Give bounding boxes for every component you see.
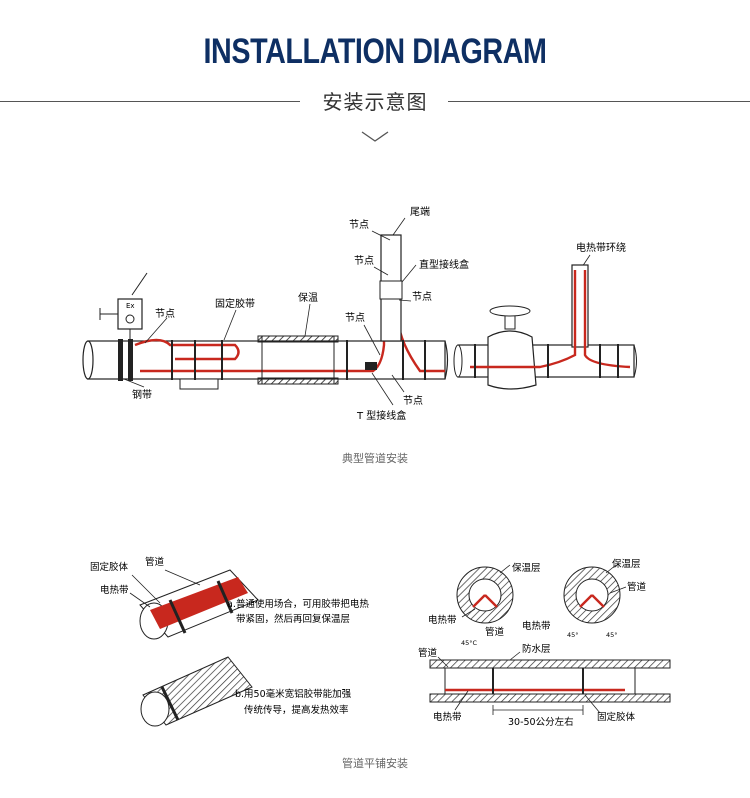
- caption-typical: 典型管道安装: [342, 452, 408, 465]
- ex-mark: Ex: [126, 302, 135, 310]
- caption-flat: 管道平铺安装: [342, 757, 408, 770]
- label-pipe: 管道: [145, 556, 165, 568]
- label-spacing: 30-50公分左右: [508, 716, 574, 728]
- label-node-4: 节点: [345, 312, 365, 324]
- label-insul-layer-2: 保温层: [612, 558, 641, 570]
- pipe-support: [179, 378, 219, 390]
- label-fixed-glue-side: 固定胶体: [597, 711, 636, 723]
- label-pipe-c2: 管道: [627, 581, 647, 593]
- label-heat-tape-c1: 电热带: [428, 614, 457, 626]
- label-steel-band: 钢带: [132, 388, 152, 401]
- label-fixed-glue: 固定胶体: [90, 561, 129, 573]
- note-a-line1: a.普通使用场合，可用胶带把电热: [227, 598, 369, 610]
- label-pipe-c1: 管道: [485, 626, 505, 638]
- typical-pipe-diagram: Ex 节点 固定胶带 保温: [82, 205, 637, 422]
- cross-section-2: [563, 564, 627, 624]
- flat-laying-diagram: 固定胶体 管道 电热带 a.普通使用场合，可用胶带把电热 带紧固，然后再回复保温…: [90, 556, 671, 728]
- note-b-line2: 传统传导，提高发热效率: [244, 704, 349, 716]
- label-angle-c1: 45°C: [461, 639, 478, 647]
- label-heat-tape-c2: 电热带: [522, 620, 551, 632]
- label-insulation: 保温: [298, 291, 318, 304]
- pipe-a: [139, 569, 259, 640]
- label-heat-tape-side: 电热带: [433, 711, 462, 723]
- valve-pipe: [453, 264, 637, 390]
- main-pipe: [82, 340, 449, 380]
- note-b-line1: b.用50毫米宽铝胶带能加强: [235, 688, 352, 700]
- divider-left: [0, 101, 300, 102]
- cross-section-1: [456, 564, 514, 624]
- label-node-5: 节点: [403, 395, 423, 407]
- vertical-pipe: [365, 234, 403, 370]
- label-angle-c2b: 45°: [606, 631, 618, 639]
- label-t-box: T 型接线盒: [356, 409, 406, 422]
- label-straight-box: 直型接线盒: [419, 258, 469, 271]
- label-node-1: 节点: [155, 308, 175, 320]
- fixed-tape-bands: [171, 340, 426, 380]
- label-angle-c2a: 45°: [567, 631, 579, 639]
- chevron-down-icon: [361, 131, 389, 142]
- label-heat-tape: 电热带: [100, 584, 129, 596]
- label-waterproof: 防水层: [522, 643, 551, 655]
- side-section: [429, 651, 671, 715]
- label-insul-layer-1: 保温层: [512, 562, 541, 574]
- label-pipe-side: 管道: [418, 647, 438, 659]
- label-fixed-tape: 固定胶带: [215, 297, 255, 310]
- subtitle-row: 安装示意图: [0, 86, 750, 116]
- steel-band: [118, 339, 133, 381]
- label-heat-wrap: 电热带环绕: [576, 241, 626, 254]
- divider-right: [448, 101, 750, 102]
- note-a-line2: 带紧固，然后再回复保温层: [236, 613, 350, 625]
- page-subtitle: 安装示意图: [322, 90, 428, 114]
- label-node-2: 节点: [354, 255, 374, 267]
- label-node-top: 节点: [349, 219, 369, 231]
- insulation-section: [257, 335, 339, 385]
- t-box: [365, 362, 377, 370]
- label-tail: 尾端: [410, 205, 430, 218]
- page-title: INSTALLATION DIAGRAM: [203, 32, 547, 71]
- leader-lines: [123, 217, 591, 406]
- junction-box: [99, 272, 148, 341]
- pipe-b: [140, 656, 253, 727]
- label-node-3: 节点: [412, 291, 432, 303]
